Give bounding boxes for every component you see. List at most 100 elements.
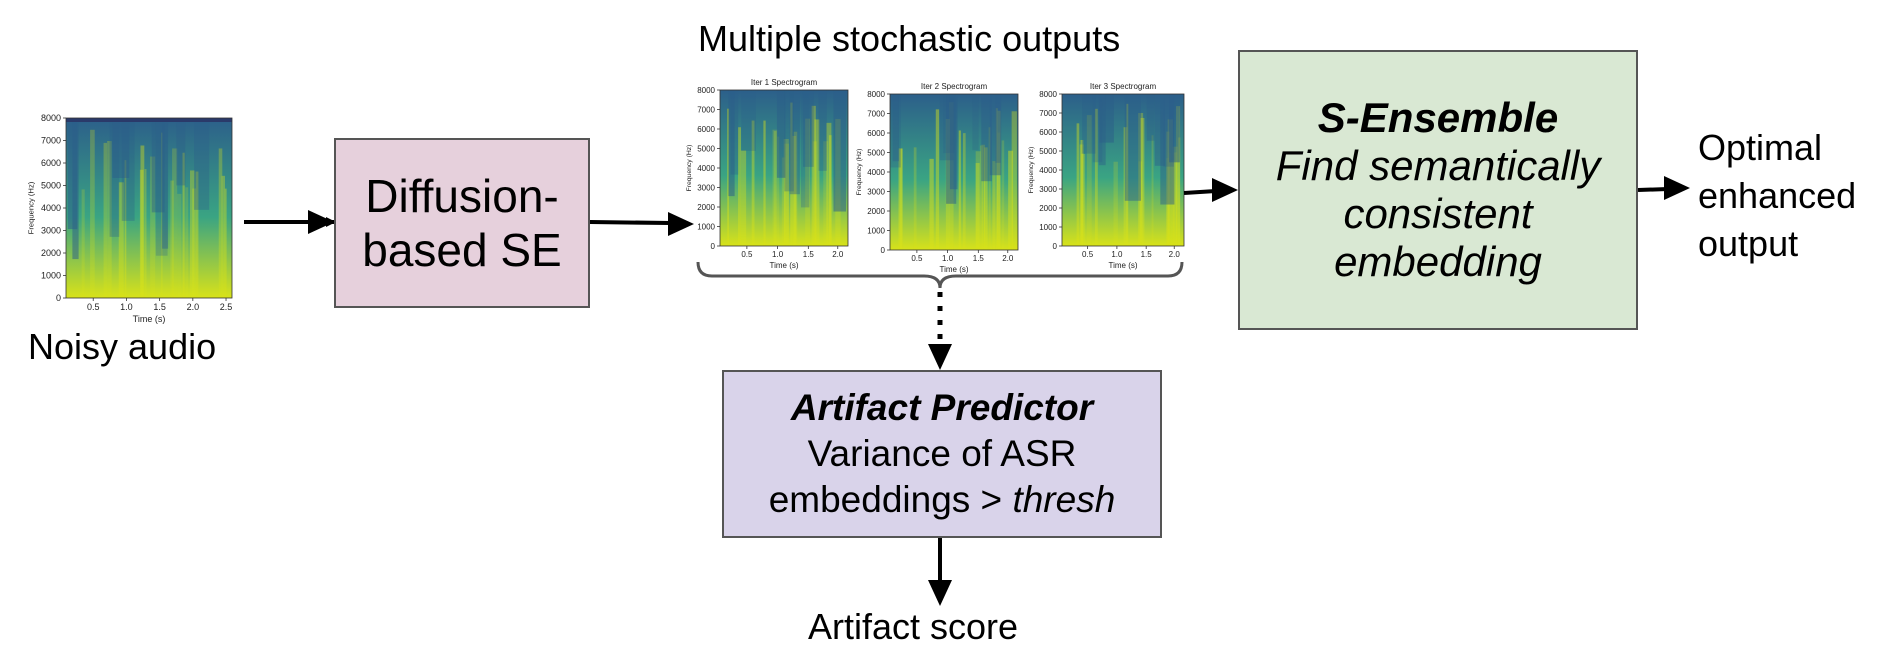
iter-1-spectrogram-shade <box>789 90 800 195</box>
iter-1-spectrogram-ytick-label: 0 <box>711 242 716 251</box>
iter-1-spectrogram-ytick-label: 7000 <box>697 105 715 114</box>
iter-3-spectrogram-streak <box>1138 161 1142 246</box>
iter-3-spectrogram-ytick-label: 8000 <box>1039 90 1057 99</box>
iter-3-spectrogram-streak <box>1080 139 1084 246</box>
iter-2-spectrogram-streak <box>1001 140 1005 250</box>
noisy-spectrogram-streak <box>185 187 189 298</box>
iter-1-spectrogram-streak <box>740 150 747 246</box>
iter-1-spectrogram-xtick-label: 0.5 <box>741 250 753 259</box>
iter-3-spectrogram-ytick-label: 0 <box>1053 242 1058 251</box>
iter-2-spectrogram-ytick-label: 6000 <box>867 129 885 138</box>
iter-3-spectrogram-shade <box>1098 94 1106 166</box>
noisy-spectrogram-streak <box>221 175 225 298</box>
iter-1-spectrogram-streak <box>826 122 832 246</box>
noisy-spectrogram-streak <box>218 148 223 298</box>
iter-2-spectrogram-xtick-label: 1.5 <box>973 254 985 263</box>
iter-3-spectrogram-streak <box>1079 144 1084 246</box>
iter-3-spectrogram-streak <box>1126 103 1129 246</box>
iter-1-spectrogram-streak <box>790 102 793 246</box>
iter-2-spectrogram-ytick-label: 5000 <box>867 148 885 157</box>
iter-3-spectrogram-streak <box>1176 106 1181 246</box>
iter-1-spectrogram-streak <box>751 120 755 246</box>
iter-1-spectrogram-shade <box>833 90 847 212</box>
diffusion-se-box: Diffusion- based SE <box>334 138 590 308</box>
iter-3-spectrogram-ytick-label: 1000 <box>1039 223 1057 232</box>
iter-3-spectrogram-streak <box>1166 131 1171 246</box>
artifact-line-2-thresh: thresh <box>1012 479 1116 520</box>
iter-1-spectrogram-ytick-label: 8000 <box>697 86 715 95</box>
iter-3-spectrogram-shade <box>1169 94 1180 163</box>
iter-1-spectrogram-xtick-label: 1.0 <box>772 250 784 259</box>
iter-3-spectrogram-xtick-label: 0.5 <box>1082 250 1094 259</box>
noisy-spectrogram-streak <box>107 141 112 298</box>
arrow-diffusion-to-outputs-head <box>668 212 694 236</box>
artifact-predictor-line-2: embeddings > thresh <box>769 477 1116 523</box>
noisy-spectrogram-shade <box>112 118 130 178</box>
noisy-spectrogram-x-axis-label: Time (s) <box>133 314 166 324</box>
iter-1-spectrogram-ytick-label: 5000 <box>697 144 715 153</box>
noisy-spectrogram-streak <box>182 152 185 298</box>
iter-2-spectrogram-streak <box>984 147 988 250</box>
iter-2-spectrogram-ytick-label: 3000 <box>867 187 885 196</box>
iter-2-spectrogram-streak <box>899 148 903 250</box>
noisy-spectrogram-shade <box>121 118 135 221</box>
noisy-spectrogram-xtick-label: 0.5 <box>87 302 100 312</box>
iter-2-spectrogram-xtick-label: 0.5 <box>911 254 923 263</box>
artifact-predictor-box: Artifact Predictor Variance of ASR embed… <box>722 370 1162 538</box>
noisy-spectrogram-xtick-label: 2.0 <box>187 302 200 312</box>
artifact-score-label: Artifact score <box>808 606 1019 647</box>
iter-1-spectrogram-shade <box>784 90 794 192</box>
iter-3-spectrogram-xtick-label: 1.0 <box>1111 250 1123 259</box>
iter-1-spectrogram-streak <box>793 131 798 246</box>
iter-3-spectrogram-streak <box>1123 127 1128 246</box>
arrow-ensemble-to-output <box>1637 187 1669 192</box>
iter-2-spectrogram-shade <box>890 94 901 168</box>
iter-2-spectrogram-shade <box>972 94 979 151</box>
noisy-spectrogram-streak <box>172 148 178 298</box>
iter-3-spectrogram-y-axis-label: Frequency (Hz) <box>1028 147 1035 194</box>
noisy-spectrogram-streak <box>81 189 85 298</box>
iter-2-spectrogram-shade <box>995 94 1001 163</box>
noisy-spectrogram-streak <box>177 193 182 298</box>
noisy-spectrogram-streak <box>124 160 127 298</box>
iter-3-spectrogram-ytick-label: 6000 <box>1039 128 1057 137</box>
iter-2-spectrogram-ytick-label: 2000 <box>867 207 885 216</box>
iter-3-spectrogram-streak <box>1113 161 1118 246</box>
iter-1-spectrogram-ytick-label: 3000 <box>697 183 715 192</box>
iter-2-spectrogram-ytick-label: 7000 <box>867 109 885 118</box>
noisy-spectrogram-streak <box>140 145 145 298</box>
iter-1-spectrogram-streak <box>727 108 730 247</box>
noisy-spectrogram-streak <box>90 129 95 298</box>
noisy-audio-label: Noisy audio <box>28 326 217 367</box>
s-ensemble-box: S-Ensemble Find semantically consistent … <box>1238 50 1638 330</box>
iter-2-spectrogram-streak <box>980 145 984 250</box>
noisy-spectrogram-xtick-label: 1.5 <box>153 302 166 312</box>
iter-3-spectrogram-streak <box>1080 153 1086 246</box>
iter-3-spectrogram-ytick-label: 2000 <box>1039 204 1057 213</box>
noisy-spectrogram-ytick-label: 7000 <box>41 136 61 146</box>
iter-3-spectrogram-streak <box>1170 160 1175 246</box>
iter-3-spectrogram-ytick-label: 3000 <box>1039 185 1057 194</box>
noisy-spectrogram-ytick-label: 3000 <box>41 226 61 236</box>
iter-3-spectrogram-image <box>1062 94 1184 246</box>
artifact-predictor-title: Artifact Predictor <box>790 387 1094 428</box>
iter-1-spectrogram-streak <box>773 131 777 246</box>
iter-1-spectrogram-ytick-label: 2000 <box>697 203 715 212</box>
iter-1-spectrogram-x-axis-label: Time (s) <box>769 261 798 270</box>
iter-2-spectrogram-xtick-label: 2.0 <box>1002 254 1014 263</box>
iter-2-spectrogram-streak <box>995 108 998 250</box>
iter-2-spectrogram-streak <box>935 109 940 250</box>
iter-3-spectrogram-streak <box>1138 112 1144 247</box>
iter-2-spectrogram-streak <box>997 110 1001 251</box>
noisy-spectrogram-streak <box>144 169 147 298</box>
arrow-diffusion-to-outputs <box>589 220 671 225</box>
iter-1-spectrogram-shade <box>741 90 756 151</box>
iter-3-spectrogram-streak <box>1086 115 1092 246</box>
optimal-line-1: Optimal <box>1698 127 1823 168</box>
outputs-brace <box>696 261 1184 289</box>
iter-2-spectrogram-streak <box>958 130 961 250</box>
